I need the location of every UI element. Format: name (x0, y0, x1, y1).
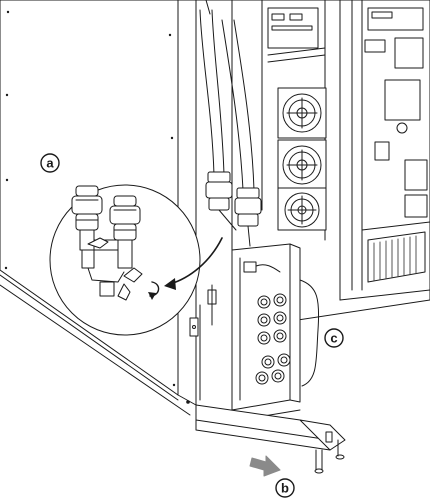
coolant-hoses (199, 0, 255, 191)
valve-left (71, 185, 103, 269)
curved-pointer-arrow-icon (169, 237, 223, 285)
valve-right (109, 195, 141, 269)
detail-view-a (49, 184, 201, 336)
hose-fitting (205, 171, 233, 211)
manifold-unit (231, 243, 301, 421)
gray-arrow-icon (249, 455, 281, 477)
callout-b: b (275, 478, 295, 498)
vent-grille (367, 231, 426, 283)
callout-c-label: c (330, 331, 337, 346)
cabinet-base (195, 404, 346, 474)
butterfly-lever (87, 237, 109, 249)
callout-c: c (324, 328, 344, 348)
butterfly-lever (123, 267, 143, 283)
callout-b-label: b (281, 481, 289, 496)
pointer-arrowhead (164, 278, 176, 290)
fan-unit (277, 187, 327, 231)
fan-unit (277, 87, 327, 139)
callout-a: a (40, 153, 60, 173)
fan-unit (277, 139, 327, 191)
hose-fitting (234, 187, 262, 227)
rotate-arrowhead (148, 292, 156, 300)
callout-c-bracket (299, 279, 320, 387)
quick-connector (255, 293, 291, 385)
callout-a-label: a (46, 156, 54, 171)
